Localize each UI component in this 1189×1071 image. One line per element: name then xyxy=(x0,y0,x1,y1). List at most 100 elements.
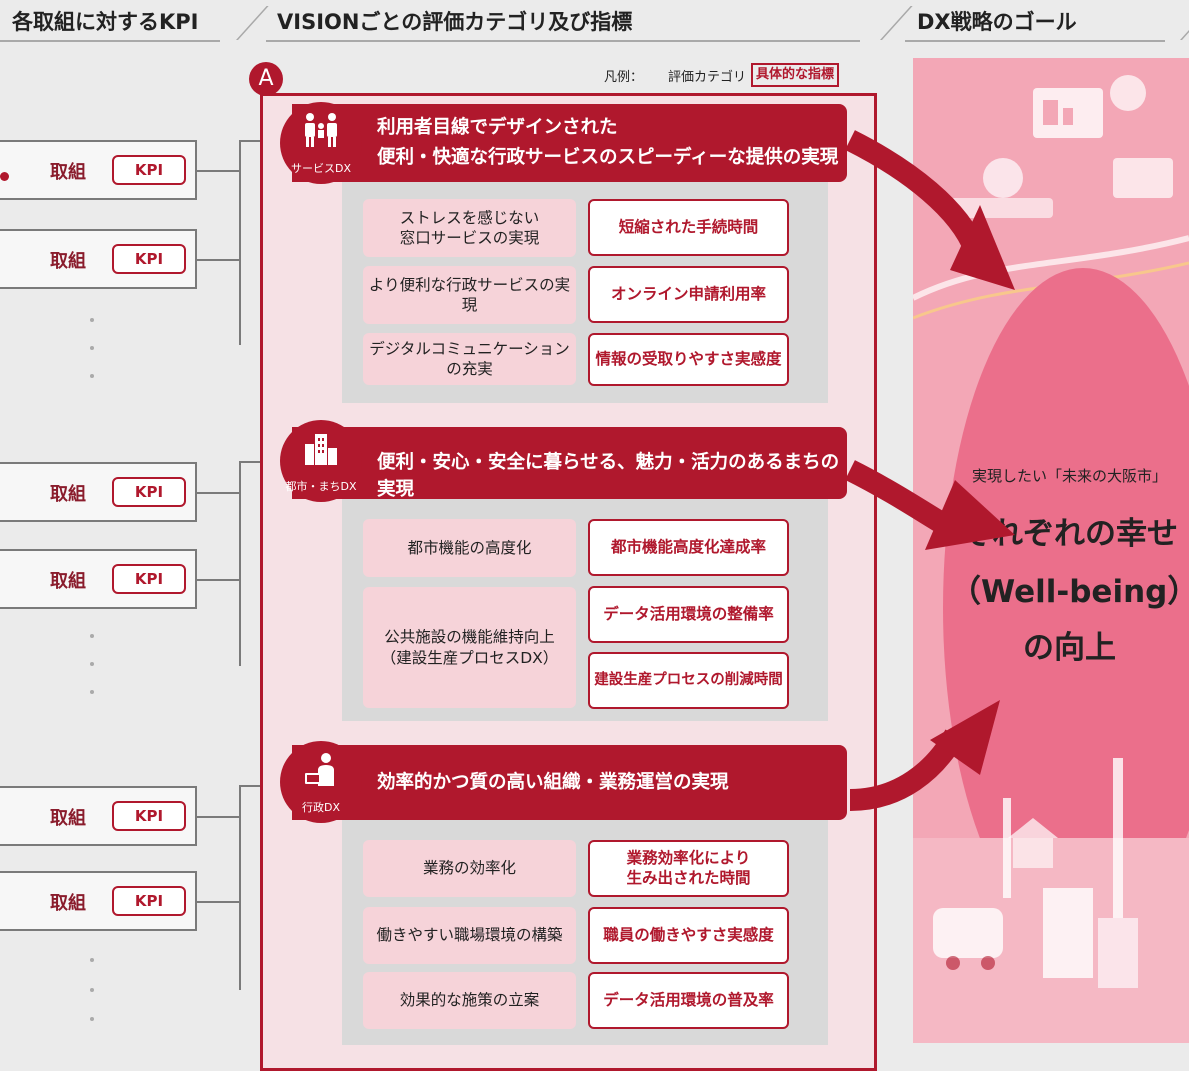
connector-line xyxy=(197,492,240,494)
connector-line xyxy=(197,259,240,261)
ellipsis-dot xyxy=(90,634,94,638)
kpi-box[interactable]: 取組 KPI xyxy=(0,462,197,522)
connector-line xyxy=(197,816,240,818)
icon-label: 行政DX xyxy=(301,801,340,814)
connector-line xyxy=(197,170,240,172)
category-item: 公共施設の機能維持向上 （建設生産プロセスDX） xyxy=(363,587,576,708)
indicator-item: 都市機能高度化達成率 xyxy=(588,519,789,576)
section-title: 利用者目線でデザインされた xyxy=(377,117,618,138)
admin-dx-icon: 行政DX xyxy=(280,741,362,823)
category-text: 効果的な施策の立案 xyxy=(399,991,540,1010)
indicator-text: 生み出された時間 xyxy=(626,868,751,887)
section-title: 便利・快適な行政サービスのスピーディーな提供の実現 xyxy=(377,147,839,168)
section-title: 便利・安心・安全に暮らせる、魅力・活力のあるまちの実現 xyxy=(377,452,840,500)
legend-label: 凡例： xyxy=(604,70,644,85)
header-vision: VISIONごとの評価カテゴリ及び指標 xyxy=(277,10,633,34)
arrow-head xyxy=(930,700,1000,775)
pointer-dot xyxy=(0,172,9,181)
city-dx-icon: 都市・まちDX xyxy=(280,420,362,502)
torikumi-label: 取組 xyxy=(50,571,86,592)
indicator-item: 情報の受取りやすさ実感度 xyxy=(588,333,789,386)
icon-label: 都市・まちDX xyxy=(285,480,357,493)
indicator-item: 職員の働きやすさ実感度 xyxy=(588,907,789,964)
header-slash-kpi xyxy=(236,6,269,40)
icon-label: サービスDX xyxy=(290,162,351,175)
indicator-item: データ活用環境の普及率 xyxy=(588,972,789,1029)
category-text: ストレスを感じない xyxy=(399,208,540,227)
legend-category: 評価カテゴリ xyxy=(668,70,747,85)
torikumi-label: 取組 xyxy=(50,808,86,829)
category-item: 都市機能の高度化 xyxy=(363,519,576,577)
ellipsis-dot xyxy=(90,346,94,350)
header-goal: DX戦略のゴール xyxy=(917,10,1077,34)
arrow-to-goal xyxy=(845,460,951,535)
header-underline-goal xyxy=(905,40,1165,42)
connector-line xyxy=(197,901,240,903)
goal-line-3: の向上 xyxy=(1023,630,1116,666)
torikumi-label: 取組 xyxy=(50,162,86,183)
header-underline-vision xyxy=(266,40,860,42)
category-item: ストレスを感じない 窓口サービスの実現 xyxy=(363,199,576,257)
legend-indicator: 具体的な指標 xyxy=(751,63,839,87)
indicator-text: 業務効率化により xyxy=(626,849,751,868)
connector-line xyxy=(239,461,241,666)
ellipsis-dot xyxy=(90,318,94,322)
ellipsis-dot xyxy=(90,690,94,694)
torikumi-label: 取組 xyxy=(50,893,86,914)
connector-line xyxy=(239,140,241,345)
category-text: より便利な行政サービスの実現 xyxy=(368,275,571,314)
section-banner-service: 利用者目線でデザインされた 便利・快適な行政サービスのスピーディーな提供の実現 xyxy=(292,104,847,182)
kpi-label: KPI xyxy=(112,477,186,507)
arrow-head xyxy=(950,205,1015,290)
category-text: （建設生産プロセスDX） xyxy=(380,648,559,667)
indicator-item: データ活用環境の整備率 xyxy=(588,586,789,643)
category-item: 効果的な施策の立案 xyxy=(363,972,576,1029)
category-text: 働きやすい職場環境の構築 xyxy=(376,926,563,945)
category-text: 都市機能の高度化 xyxy=(407,538,532,557)
header-slash-vision xyxy=(880,6,913,40)
kpi-label: KPI xyxy=(112,886,186,916)
connector-line xyxy=(239,785,241,990)
header-underline-kpi xyxy=(0,40,220,42)
category-item: デジタルコミュニケーションの充実 xyxy=(363,333,576,385)
category-text: 窓口サービスの実現 xyxy=(399,229,540,247)
connector-line xyxy=(197,579,240,581)
kpi-label: KPI xyxy=(112,564,186,594)
kpi-box[interactable]: 取組 KPI xyxy=(0,786,197,846)
ellipsis-dot xyxy=(90,1017,94,1021)
section-banner-city: 便利・安心・安全に暮らせる、魅力・活力のあるまちの実現 xyxy=(292,427,847,500)
kpi-box[interactable]: 取組 KPI xyxy=(0,871,197,931)
arrow-to-goal xyxy=(845,130,986,255)
kpi-box[interactable]: 取組 KPI xyxy=(0,549,197,609)
goal-line-2: （Well-being） xyxy=(950,574,1189,610)
arrow-bottom xyxy=(849,700,1000,811)
indicator-item: 業務効率化により 生み出された時間 xyxy=(588,840,789,897)
arrow-head xyxy=(925,480,1015,550)
kpi-label: KPI xyxy=(112,244,186,274)
kpi-box[interactable]: 取組 KPI xyxy=(0,140,197,200)
kpi-box[interactable]: 取組 KPI xyxy=(0,229,197,289)
section-banner-admin: 効率的かつ質の高い組織・業務運営の実現 xyxy=(292,745,847,820)
ellipsis-dot xyxy=(90,662,94,666)
category-text: 業務の効率化 xyxy=(422,859,516,878)
category-text: デジタルコミュニケーションの充実 xyxy=(369,339,570,378)
header-slash-goal xyxy=(1180,6,1189,40)
kpi-label: KPI xyxy=(112,801,186,831)
service-dx-icon: サービスDX xyxy=(280,102,362,184)
torikumi-label: 取組 xyxy=(50,484,86,505)
ellipsis-dot xyxy=(90,988,94,992)
torikumi-label: 取組 xyxy=(50,251,86,272)
indicator-item: 建設生産プロセスの削減時間 xyxy=(588,652,789,709)
header-kpi: 各取組に対するKPI xyxy=(12,10,199,34)
section-title: 効率的かつ質の高い組織・業務運営の実現 xyxy=(377,772,729,793)
kpi-label: KPI xyxy=(112,155,186,185)
category-item: 働きやすい職場環境の構築 xyxy=(363,907,576,964)
indicator-item: 短縮された手続時間 xyxy=(588,199,789,256)
category-item: より便利な行政サービスの実現 xyxy=(363,266,576,324)
arrows xyxy=(845,130,1015,550)
category-text: 公共施設の機能維持向上 xyxy=(384,628,555,647)
ellipsis-dot xyxy=(90,958,94,962)
badge-a: A xyxy=(249,62,283,96)
indicator-item: オンライン申請利用率 xyxy=(588,266,789,323)
goal-subtitle: 実現したい「未来の大阪市」 xyxy=(971,467,1167,485)
